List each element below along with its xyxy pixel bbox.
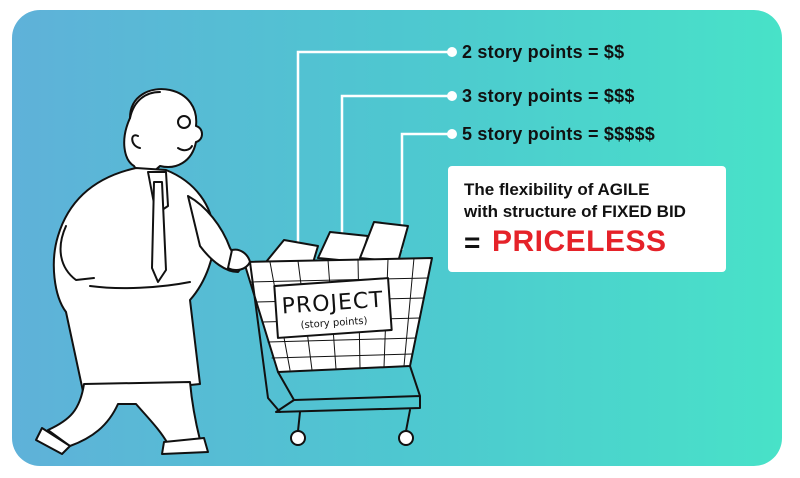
callout-line-2: with structure of FIXED BID: [464, 202, 686, 221]
callout-highlight: PRICELESS: [492, 225, 667, 258]
shopping-cart: [234, 221, 433, 446]
hand: [227, 248, 251, 271]
callout-equals: =: [464, 227, 481, 258]
legs: [47, 381, 201, 447]
smile: [177, 145, 193, 152]
connector-line-5: [400, 132, 452, 250]
head: [123, 88, 203, 175]
hair: [129, 91, 161, 119]
cart-wheel-right: [398, 430, 414, 446]
tie: [151, 181, 167, 283]
story-points-5-label: 5 story points = $$$$$: [462, 124, 655, 144]
ear: [131, 134, 141, 149]
callout-box: The flexibility of AGILE with structure …: [448, 166, 726, 272]
shoe-left: [35, 427, 71, 455]
belt: [89, 281, 191, 290]
story-points-2-label: 2 story points = $$: [462, 42, 625, 62]
callout-line-1: The flexibility of AGILE: [464, 180, 650, 199]
connector-dot-2: [447, 47, 457, 57]
cart-frame: [275, 365, 421, 413]
connector-line-3: [340, 94, 452, 250]
shoe-right: [161, 437, 209, 455]
cart-sign: [273, 277, 393, 339]
paper-3: [359, 221, 409, 263]
glasses-icon: [177, 115, 191, 129]
cart-sign-subtitle: (story points): [300, 316, 368, 332]
connector-lines: [296, 50, 452, 250]
connector-dot-3: [447, 91, 457, 101]
connector-dot-5: [447, 129, 457, 139]
businessman: [35, 88, 251, 455]
cart-leg: [249, 261, 281, 413]
connector-line-2: [296, 50, 452, 250]
cart-wheel-left: [290, 430, 306, 446]
hip-arm: [59, 225, 95, 281]
connector-dots: [447, 47, 457, 139]
story-points-3-label: 3 story points = $$$: [462, 86, 635, 106]
